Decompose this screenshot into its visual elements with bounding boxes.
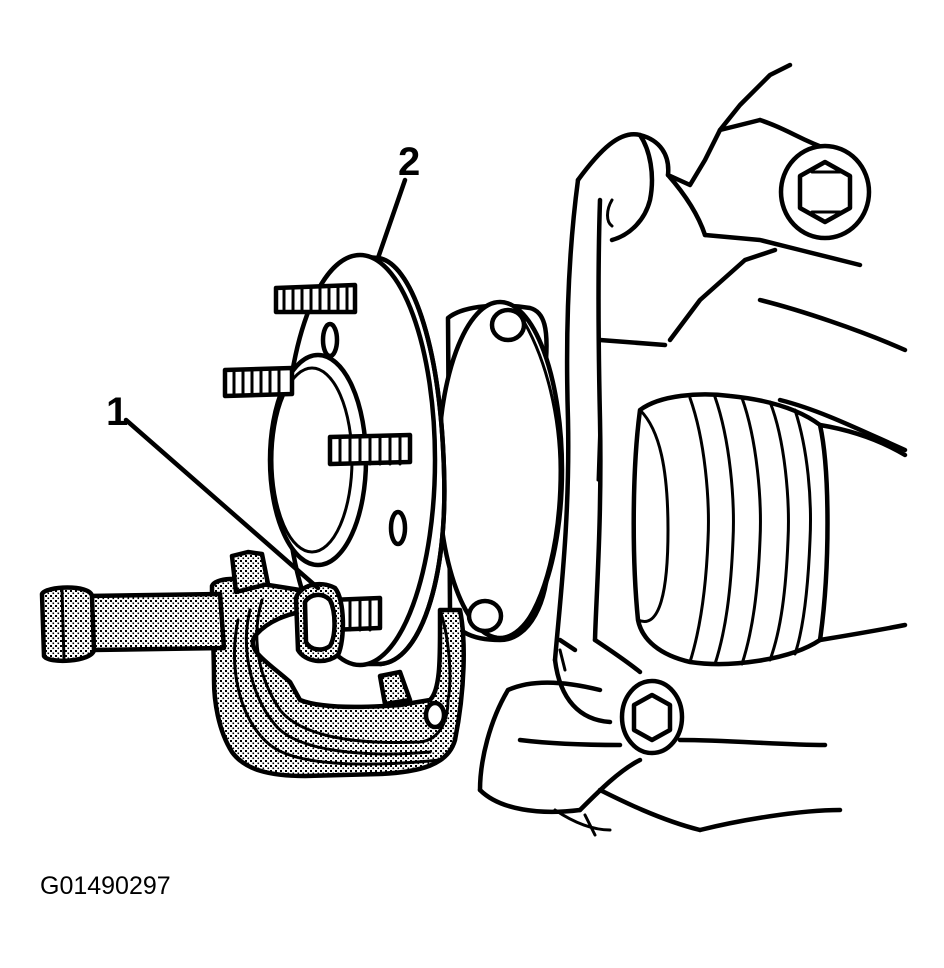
- lower-bolt: [619, 678, 685, 756]
- steering-knuckle: [552, 62, 908, 725]
- callout-2-leader: [375, 177, 408, 261]
- axle-boot: [631, 392, 908, 667]
- forcing-screw: [39, 585, 227, 663]
- puller-nut: [293, 581, 346, 664]
- upper-bolt: [778, 143, 872, 241]
- callout-number-2: 2: [398, 140, 421, 184]
- hub-puller-tool: [209, 549, 466, 779]
- figure-id: G01490297: [40, 872, 171, 900]
- bearing-housing: [435, 299, 565, 643]
- callout-1-leader: [123, 417, 321, 591]
- lower-control-arm: [477, 680, 843, 837]
- callout-number-1: 1: [106, 390, 129, 434]
